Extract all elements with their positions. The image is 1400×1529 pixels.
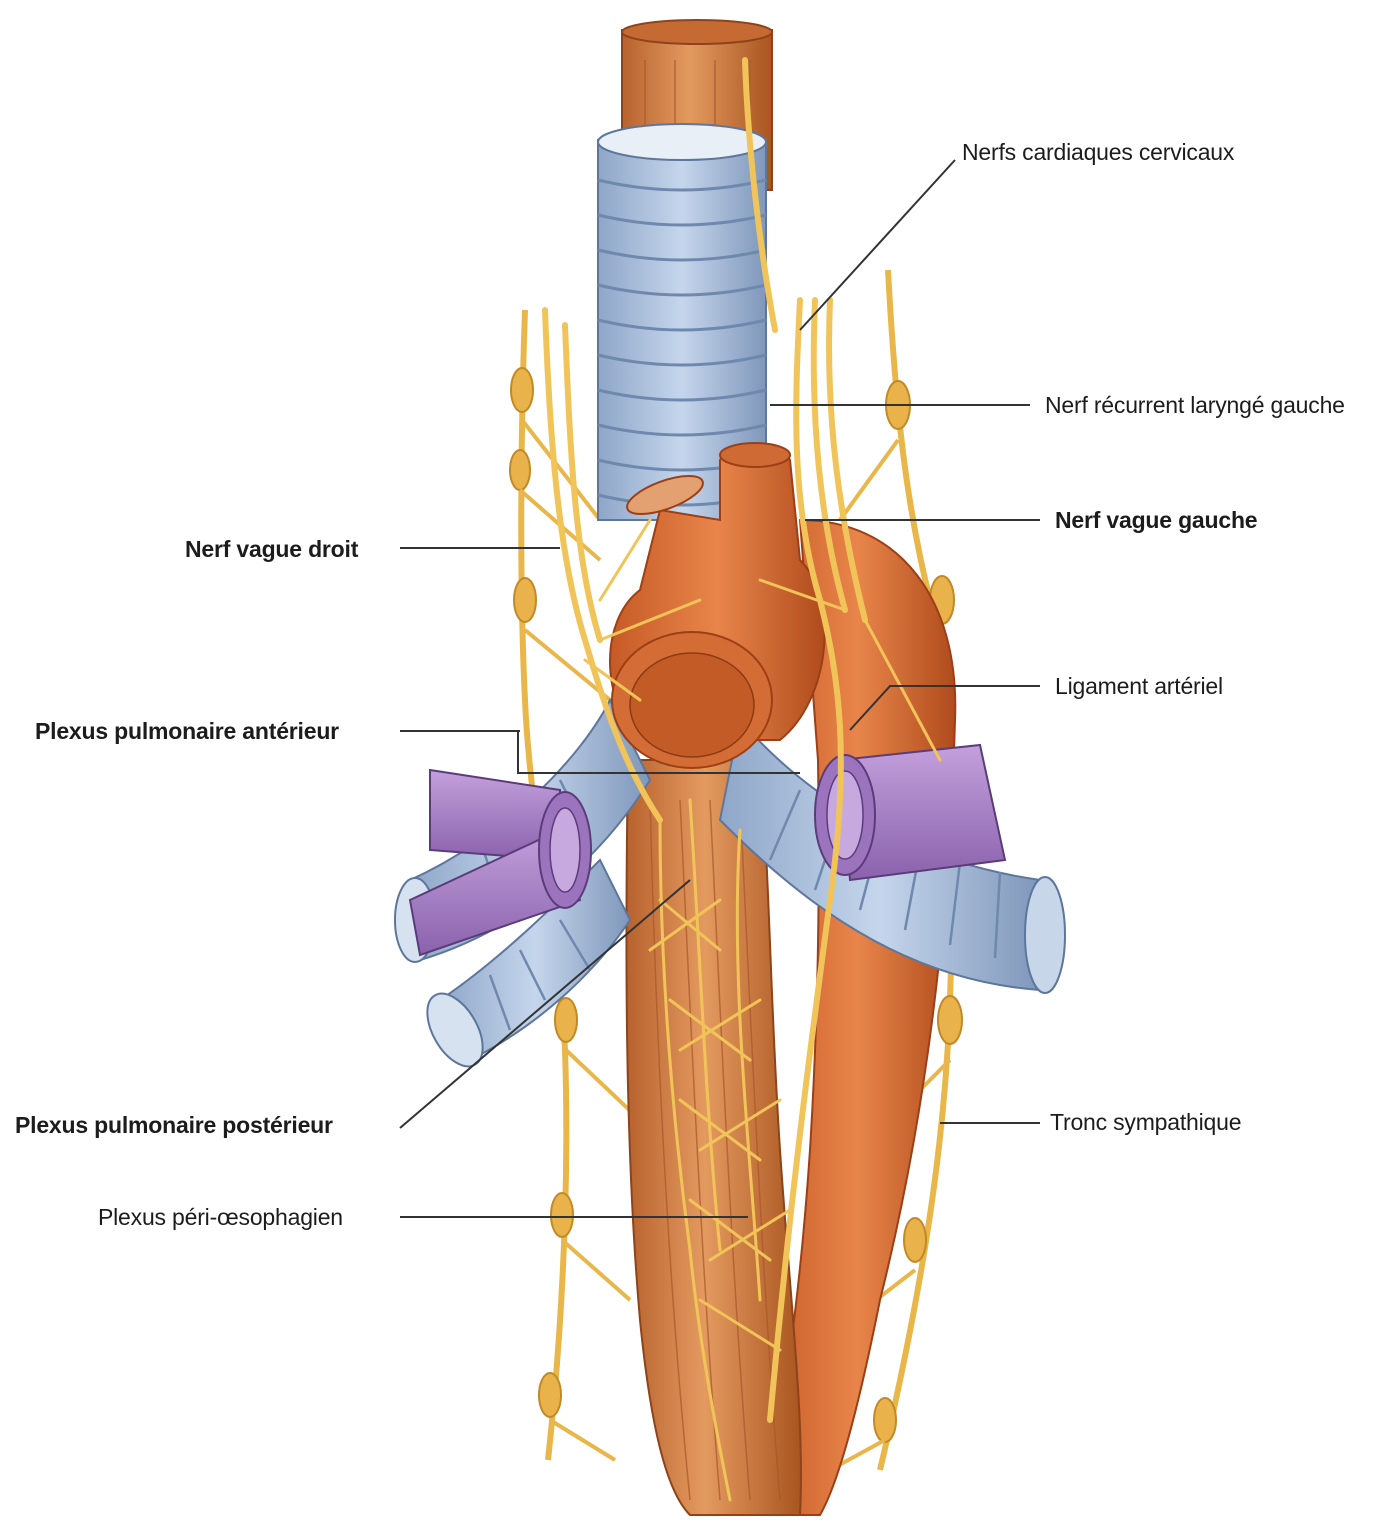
label-tronc-sympathique: Tronc sympathique [1050, 1108, 1241, 1136]
label-plexus-pulmonaire-anterieur: Plexus pulmonaire antérieur [35, 717, 339, 745]
label-nerf-vague-gauche: Nerf vague gauche [1055, 506, 1257, 534]
label-nerf-recurrent-larynge-gauche: Nerf récurrent laryngé gauche [1045, 391, 1345, 419]
label-plexus-pulmonaire-posterieur: Plexus pulmonaire postérieur [15, 1111, 333, 1139]
label-nerfs-cardiaques-cervicaux: Nerfs cardiaques cervicaux [962, 138, 1234, 166]
leader-ligament-arteriel [850, 686, 1040, 730]
label-plexus-peri-oesophagien: Plexus péri-œsophagien [98, 1203, 343, 1231]
label-ligament-arteriel: Ligament artériel [1055, 672, 1223, 700]
label-nerf-vague-droit: Nerf vague droit [185, 535, 358, 563]
leader-plexus-pulmonaire-anterieur [400, 731, 800, 773]
leader-plexus-pulmonaire-posterieur [400, 880, 690, 1128]
leader-nerfs-cardiaques-cervicaux [800, 160, 955, 330]
